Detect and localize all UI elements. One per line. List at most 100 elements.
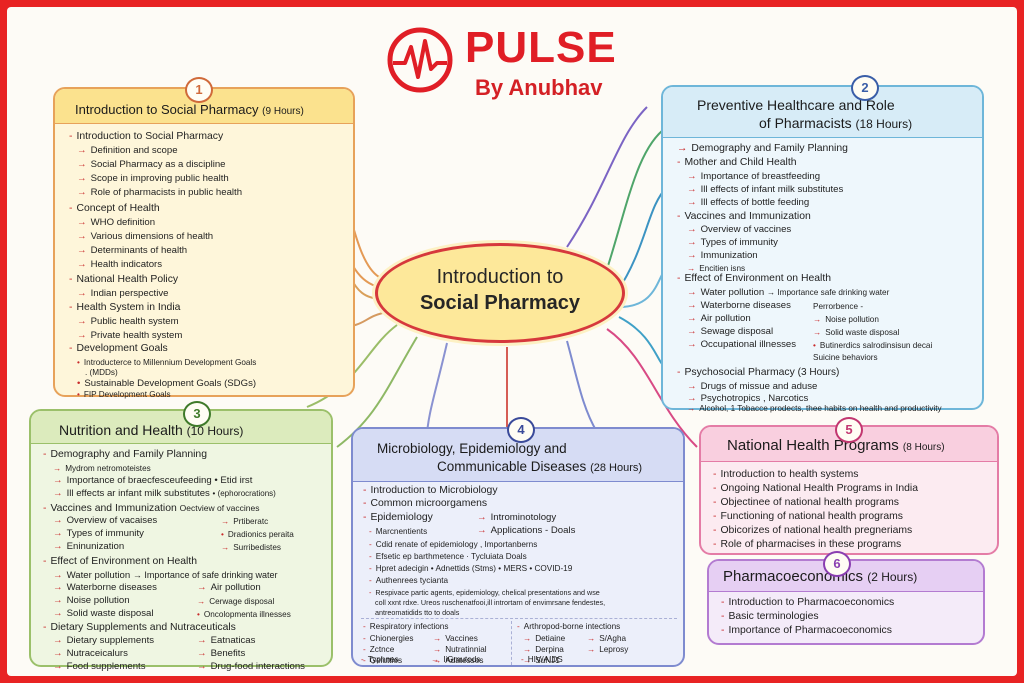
list-item: . (MDDs) (85, 368, 118, 377)
list-item: Cdid renate of epidemiology , Importanbe… (375, 540, 538, 549)
topic-number-badge: 5 (835, 417, 863, 443)
list-item: Applications (490, 525, 543, 536)
list-item: Vaccines and Immunization (684, 211, 811, 222)
list-item: Introduction to health systems (720, 469, 859, 480)
list-item: Dradionics peraita (227, 530, 294, 539)
topic-title: National Health Programs (8 Hours) (727, 437, 945, 454)
list-item: Drugs of missue and aduse (700, 381, 818, 392)
list-item: Psychotropics , Narcotics (700, 393, 809, 404)
list-item: Surribedistes (233, 543, 281, 552)
connector-line (618, 266, 668, 308)
brand-logo: PULSE By Anubhav (385, 21, 647, 111)
list-item: Waterborne diseases (700, 300, 791, 311)
connector-line (606, 328, 698, 448)
topic-number-badge: 4 (507, 417, 535, 443)
list-item: Alcohol, 1 Tobacce prodects, thee habits… (699, 404, 942, 413)
list-item: Social Pharmacy as a discipline (90, 159, 226, 170)
list-item: Introduction to Social Pharmacy (76, 131, 224, 142)
list-item: Introduction to Pharmacoeconomics (728, 597, 895, 608)
list-item: Noise pollution (66, 595, 130, 606)
list-item: Cerwage disposal (209, 597, 275, 606)
list-item: Health indicators (90, 259, 163, 270)
list-item: Encitien isns (699, 264, 746, 273)
list-item: Derpina (535, 645, 564, 654)
list-item: Hpret adecigin (375, 564, 429, 573)
topic-box-4: Microbiology, Epidemiology and Communica… (351, 417, 685, 667)
list-item: Vaccines (445, 634, 478, 643)
column-divider (511, 621, 512, 665)
list-item: Introduction to Microbiology (370, 485, 498, 496)
list-item: Role of pharmacists in public health (90, 187, 243, 198)
topic-box-5: National Health Programs (8 Hours) 5 -In… (699, 417, 999, 555)
list-item: Noise pollution (825, 315, 879, 324)
topic-title-line2: of Pharmacists (18 Hours) (759, 115, 913, 131)
connector-line (606, 126, 668, 270)
list-item: Dietary Supplements and Nutraceuticals (50, 622, 236, 633)
list-item: Nutraceicalurs (66, 648, 128, 659)
list-item: Demography and Family Planning (50, 449, 207, 460)
list-item: Determinants of health (90, 245, 188, 256)
topic-title-line1: Preventive Healthcare and Role (697, 97, 895, 113)
list-item: Adatesses (445, 656, 484, 665)
topic-box-header: Nutrition and Health (10 Hours) (31, 411, 331, 444)
topic-number-badge: 6 (823, 551, 851, 577)
brand-name: PULSE (465, 23, 617, 72)
topic-box-header: Preventive Healthcare and Role of Pharma… (663, 87, 982, 138)
list-item: Waterborne diseases (66, 582, 157, 593)
list-item: Butinerdics salrodinsisun decai (819, 341, 933, 350)
list-item: Respiratory infections (369, 622, 449, 631)
list-item: Suicine behaviors (813, 353, 878, 362)
connector-line (336, 336, 418, 448)
list-item: National Health Policy (76, 274, 179, 285)
topic-title-line2: Communicable Diseases (28 Hours) (437, 459, 643, 474)
list-item: Importance of breastfeeding (700, 171, 821, 182)
list-item: Importance of Pharmacoeconomics (728, 625, 892, 636)
list-item: Ill effects of bottle feeding (700, 197, 810, 208)
list-item: Demography and Family Planning (691, 143, 848, 154)
connector-line (426, 342, 448, 438)
connector-line (306, 324, 398, 408)
list-item: Importance of braecfesceufeeding (66, 475, 212, 486)
topic-number-badge: 2 (851, 75, 879, 101)
list-item: Eninunization (66, 541, 125, 552)
list-item: Objectinee of national health programs (720, 497, 899, 508)
list-item: S/Agha (599, 634, 627, 643)
list-item: Dietary supplements (66, 635, 155, 646)
list-item: Functioning of national health programs (720, 511, 903, 522)
list-item: Types of immunity (700, 237, 778, 248)
topic-title: Pharmacoeconomics (2 Hours) (723, 568, 918, 585)
list-item: Ill effects of infant milk substitutes (700, 184, 844, 195)
list-item: -Typhnes (361, 655, 399, 664)
list-item: antreomatidids tto to doals (375, 608, 460, 617)
list-item: Solid waste disposal (825, 328, 900, 337)
list-item: Arthropod-borne intections (523, 622, 621, 631)
list-item: Gelutties (369, 656, 403, 665)
connector-line (618, 316, 668, 368)
list-item: Efsetic ep barthmetence · Tycluiata Doal… (375, 552, 527, 561)
list-item: Nutratinnial (445, 645, 487, 654)
list-item: Private health system (90, 330, 183, 341)
list-item: Detiaine (535, 634, 566, 643)
topic-title-line1: Microbiology, Epidemiology and (377, 441, 567, 456)
list-item: coll xxnt rdxe. Ureos ruschenatfooi,ill … (375, 598, 606, 607)
list-item: Ongoing National Health Programs in Indi… (720, 483, 919, 494)
list-item: Respivace partic agents, epidemiology, c… (375, 588, 600, 597)
list-item: Health System in India (76, 302, 181, 313)
topic-box-1: Introduction to Social Pharmacy (9 Hours… (53, 77, 355, 399)
central-topic-line2: Social Pharmacy (419, 292, 581, 314)
list-item: WHO definition (90, 217, 156, 228)
connector-lines (306, 106, 698, 448)
section-divider (361, 618, 677, 619)
topic-title: Introduction to Social Pharmacy (9 Hours… (75, 102, 304, 117)
list-item: FIP Development Goals (83, 390, 171, 399)
list-item: →IiGmutods (431, 655, 481, 664)
list-item: Solid waste disposal (66, 608, 154, 619)
list-item: Water pollution (66, 570, 131, 581)
list-item: Mydrom netromoteistes (65, 464, 151, 473)
connector-line (566, 106, 648, 248)
list-item: Immunization (700, 250, 758, 261)
list-item: Definition and scope (90, 145, 178, 156)
list-item: Public health system (90, 316, 179, 327)
list-item: Mother and Child Health (684, 157, 797, 168)
list-item: Leprosy (599, 645, 629, 654)
